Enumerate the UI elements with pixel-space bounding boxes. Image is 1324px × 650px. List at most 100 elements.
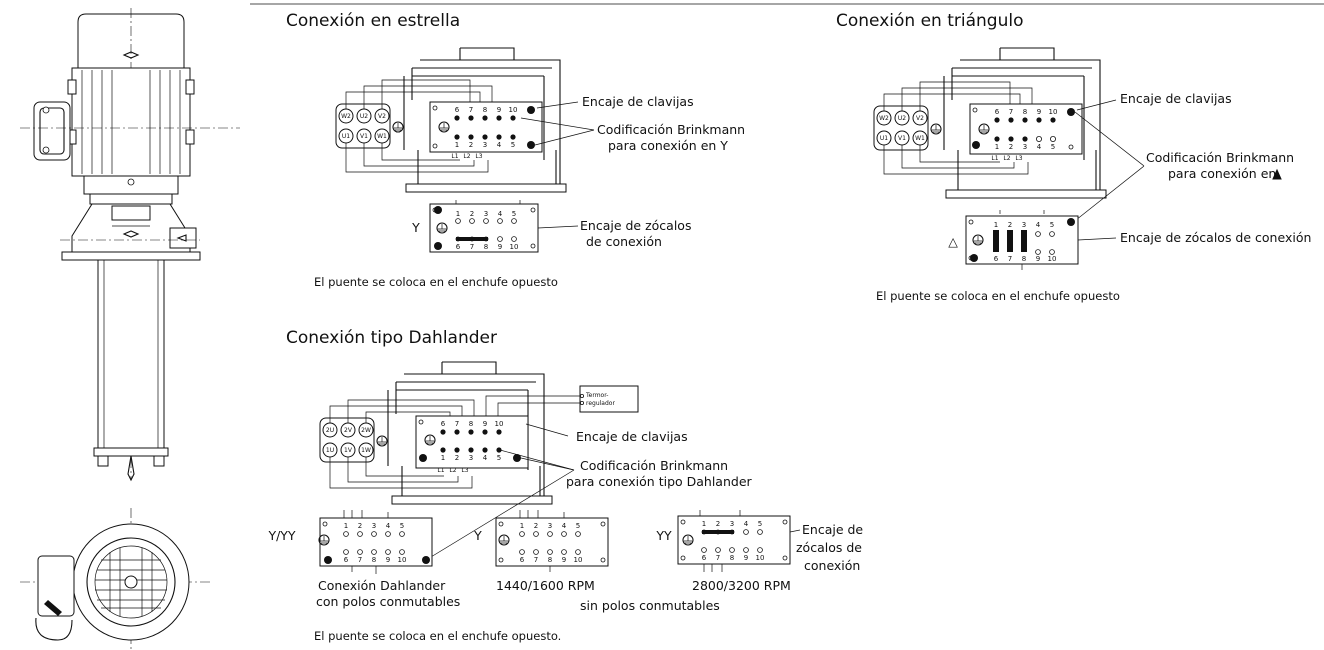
terminal-label: 2V: [344, 427, 353, 434]
socket-label: 8: [730, 554, 734, 562]
terminal-label: V2: [378, 113, 386, 120]
socket-label: 2: [470, 210, 474, 218]
socket-label: 1: [702, 520, 706, 528]
phase-label: L3: [461, 467, 468, 474]
pin-label: 5: [497, 454, 501, 462]
pin-label: 9: [497, 106, 501, 114]
dahlander-caption-3: 2800/3200 RPM: [692, 578, 791, 593]
dahlander-note: El puente se coloca en el enchufe opuest…: [314, 629, 561, 643]
socket-label: 9: [1036, 255, 1040, 263]
socket-label: 9: [498, 243, 502, 251]
socket-label: 1: [456, 210, 460, 218]
estrella-note: El puente se coloca en el enchufe opuest…: [314, 275, 558, 289]
socket-label: 10: [510, 243, 519, 251]
socket-label: 5: [576, 522, 580, 530]
dahlander-caption-sin: sin polos conmutables: [580, 598, 720, 613]
terminal-label: W2: [341, 113, 351, 120]
terminal-label: U2: [898, 115, 906, 122]
socket-label: 3: [484, 210, 488, 218]
socket-label: 3: [1022, 221, 1026, 229]
socket-label: 4: [562, 522, 567, 530]
pin-label: 9: [483, 420, 487, 428]
pin-label: 6: [995, 108, 1000, 116]
dahlander-encaje-clavijas: Encaje de clavijas: [576, 429, 688, 444]
dahlander-diagram: Termor- regulador 2U 2V 2W 1U 1V 1W 6 7: [267, 361, 801, 574]
socket-label: 5: [512, 210, 516, 218]
pin-label: 4: [1037, 143, 1042, 151]
socket-label: 1: [344, 522, 348, 530]
socket-label: 4: [498, 210, 503, 218]
socket-label: 8: [548, 556, 552, 564]
socket-label: 2: [716, 520, 720, 528]
dahlander-zocalos-l1: Encaje de: [802, 522, 863, 537]
dahlander-codificacion-l1: Codificación Brinkmann: [580, 458, 728, 473]
estrella-zocalos-l2: de conexión: [586, 234, 662, 249]
dahlander-caption-1-l2: con polos conmutables: [316, 594, 460, 609]
pin-label: 8: [469, 420, 473, 428]
pin-label: 2: [469, 141, 473, 149]
socket-label: 5: [758, 520, 762, 528]
dahlander-title: Conexión tipo Dahlander: [286, 328, 497, 348]
pin-label: 10: [1049, 108, 1058, 116]
phase-label: L2: [449, 467, 456, 474]
socket-label: 8: [372, 556, 376, 564]
pin-label: 6: [441, 420, 446, 428]
triangulo-diagram: W2 U2 V2 U1 V1 W1 6 7 8 9 10 1: [873, 47, 1145, 270]
termo-label-1: Termor-: [585, 392, 608, 399]
pin-label: 2: [1009, 143, 1013, 151]
pin-label: 1: [995, 143, 999, 151]
estrella-diagram: W2 U2 V2 U1 V1 W1 6 7 8 9 10: [335, 47, 595, 253]
pin-label: 7: [455, 420, 459, 428]
terminal-label: 2U: [326, 427, 334, 434]
pin-label: 3: [483, 141, 487, 149]
phase-label: L2: [1003, 155, 1010, 162]
socket-label: 6: [344, 556, 349, 564]
terminal-label: V1: [898, 135, 906, 142]
socket-label: 3: [548, 522, 552, 530]
dahlander-symbol-3: YY: [655, 528, 672, 543]
terminal-label: V2: [916, 115, 924, 122]
socket-label: 3: [372, 522, 376, 530]
terminal-label: 1V: [344, 447, 353, 454]
socket-label: 1: [520, 522, 524, 530]
estrella-encaje-clavijas: Encaje de clavijas: [582, 94, 694, 109]
dahlander-zocalos-l3: conexión: [804, 558, 860, 573]
socket-label: 6: [994, 255, 999, 263]
estrella-codificacion-l1: Codificación Brinkmann: [597, 122, 745, 137]
pin-label: 5: [511, 141, 515, 149]
terminal-label: 1W: [361, 447, 371, 454]
socket-label: 4: [1036, 221, 1041, 229]
socket-label: 5: [400, 522, 404, 530]
delta-symbol: △: [948, 234, 958, 249]
terminal-label: W2: [879, 115, 889, 122]
pin-label: 8: [1023, 108, 1027, 116]
socket-label: 1: [994, 221, 998, 229]
terminal-label: 1U: [326, 447, 334, 454]
socket-label: 5: [1050, 221, 1054, 229]
pin-label: 8: [483, 106, 487, 114]
socket-label: 2: [534, 522, 538, 530]
socket-label: 7: [1008, 255, 1012, 263]
pin-label: 5: [1051, 143, 1055, 151]
delta-icon: [1272, 168, 1282, 180]
phase-label: L3: [475, 153, 482, 160]
socket-label: 7: [358, 556, 362, 564]
phase-label: L1: [991, 155, 998, 162]
terminal-label: U1: [880, 135, 888, 142]
pin-label: 3: [1023, 143, 1027, 151]
socket-label: 7: [716, 554, 720, 562]
socket-label: 2: [358, 522, 362, 530]
socket-label: 9: [562, 556, 566, 564]
socket-label: 6: [520, 556, 525, 564]
pin-label: 10: [495, 420, 504, 428]
pin-label: 2: [455, 454, 459, 462]
dahlander-zocalos-l2: zócalos de: [796, 540, 862, 555]
socket-label: 10: [1048, 255, 1057, 263]
phase-label: L1: [451, 153, 458, 160]
termo-label-2: regulador: [586, 400, 615, 407]
estrella-zocalos-l1: Encaje de zócalos: [580, 218, 691, 233]
socket-label: 9: [744, 554, 748, 562]
terminal-label: W1: [915, 135, 925, 142]
socket-label: 10: [398, 556, 407, 564]
